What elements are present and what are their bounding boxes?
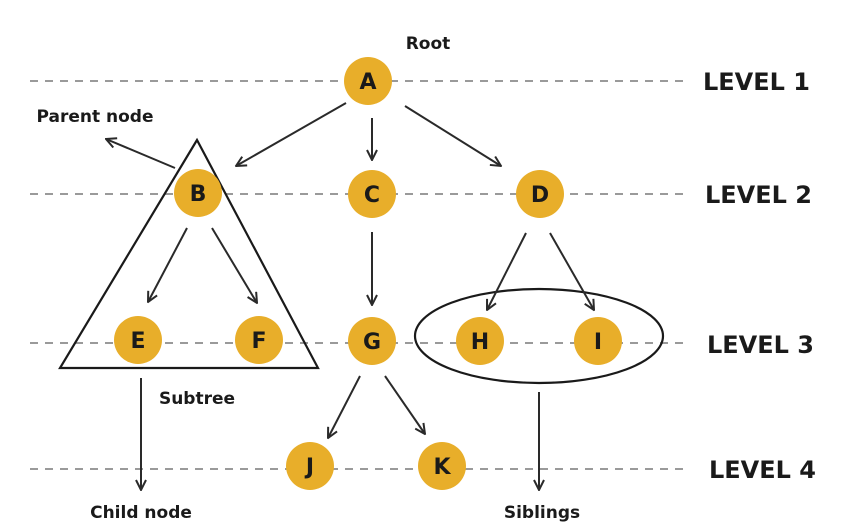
edge-a-b (236, 102, 347, 166)
node-h-label: H (471, 330, 489, 355)
edge-g-j (328, 375, 361, 438)
node-g-label: G (363, 330, 381, 355)
node-c-label: C (364, 183, 380, 208)
child-node-annotation: Child node (90, 503, 192, 523)
node-d: D (516, 170, 564, 218)
node-i: I (574, 317, 622, 365)
node-b-label: B (190, 182, 207, 207)
edge-d-i (549, 232, 594, 310)
node-f: F (235, 316, 283, 364)
node-h: H (456, 317, 504, 365)
siblings-annotation: Siblings (504, 503, 580, 523)
subtree-triangle (58, 137, 320, 370)
node-a: A (344, 57, 392, 105)
node-k: K (418, 442, 466, 490)
edge-b-e (148, 227, 188, 302)
node-e-label: E (130, 329, 145, 354)
level-3-label: LEVEL 3 (707, 331, 814, 359)
node-i-label: I (594, 330, 602, 355)
level-4-label: LEVEL 4 (709, 456, 816, 484)
node-k-label: K (433, 455, 451, 480)
edge-b-f (211, 227, 257, 303)
node-c: C (348, 170, 396, 218)
node-d-label: D (531, 183, 549, 208)
parent-node-annotation: Parent node (36, 107, 153, 127)
node-g: G (348, 317, 396, 365)
edge-a-d (404, 105, 501, 166)
node-a-label: A (359, 70, 376, 95)
subtree-annotation: Subtree (159, 389, 235, 409)
node-f-label: F (251, 329, 266, 354)
root-annotation: Root (406, 34, 451, 54)
node-j: J (286, 442, 334, 490)
edge-d-h (487, 232, 527, 310)
siblings-ellipse (413, 287, 665, 385)
node-b: B (174, 169, 222, 217)
node-j-label: J (304, 455, 314, 480)
level-1-label: LEVEL 1 (703, 68, 810, 96)
node-e: E (114, 316, 162, 364)
edge-g-k (384, 375, 425, 434)
level-2-label: LEVEL 2 (705, 181, 812, 209)
edge-b-parent (106, 139, 176, 169)
